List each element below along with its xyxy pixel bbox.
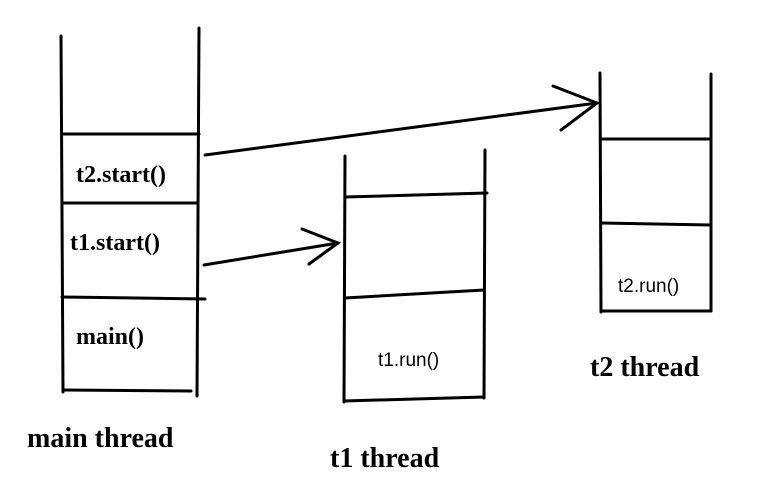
t1-stack-divider: [343, 191, 489, 199]
t1-stack-divider: [343, 288, 486, 300]
main-stack-right-wall: [195, 26, 201, 398]
arrow-t1-start-to-t1-thread: [202, 227, 342, 267]
arrow-shaft: [203, 101, 599, 157]
t1-stack-left-wall: [342, 154, 347, 404]
t1-thread-stack: t1.run(): [342, 148, 489, 404]
t1-stack-bottom: [342, 395, 486, 403]
main-stack-divider: [60, 295, 207, 301]
t2-thread-stack: t2.run(): [598, 71, 713, 314]
arrowhead: [551, 84, 601, 132]
frame-t2-start: t2.start(): [76, 162, 166, 188]
main-thread-caption: main thread: [27, 423, 174, 454]
frame-t1-start: t1.start(): [70, 230, 160, 256]
t2-thread-caption: t2 thread: [590, 352, 700, 383]
arrowhead: [300, 227, 342, 266]
frame-t1-run: t1.run(): [378, 350, 439, 371]
frame-t2-run: t2.run(): [618, 276, 679, 297]
main-thread-stack: t2.start() t1.start() main(): [59, 26, 207, 398]
main-stack-bottom: [61, 388, 193, 393]
arrow-shaft: [202, 241, 340, 267]
t2-stack-left-wall: [598, 71, 603, 314]
t1-thread-caption: t1 thread: [330, 443, 440, 474]
arrow-t2-start-to-t2-thread: [203, 84, 601, 157]
t2-stack-divider: [599, 221, 713, 227]
t1-stack-right-wall: [482, 148, 487, 400]
main-stack-left-wall: [59, 34, 65, 394]
frame-main: main(): [76, 324, 144, 350]
